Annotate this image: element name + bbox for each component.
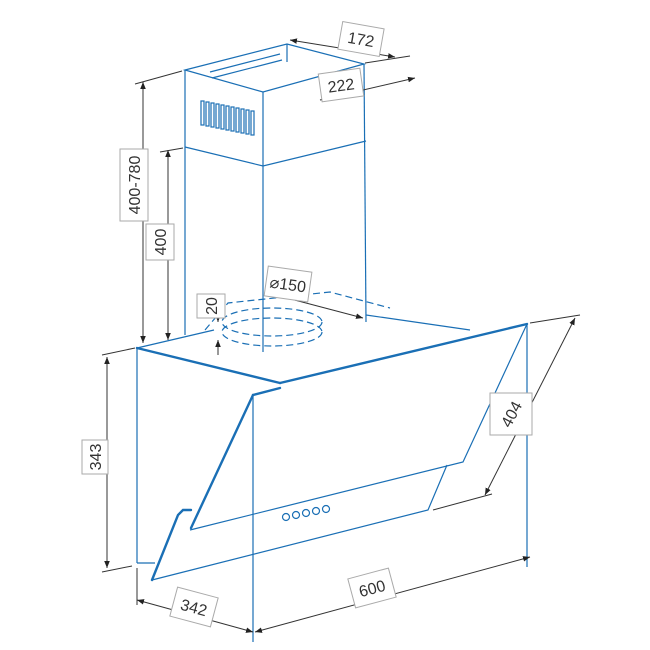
control-buttons-icon — [281, 504, 331, 522]
collar-height-value: 20 — [204, 297, 221, 315]
label-chimney-depth: 172 — [337, 20, 385, 58]
label-chimney-height-range: 400-780 — [119, 148, 149, 222]
chimney-depth-value: 172 — [346, 30, 375, 51]
chimney — [182, 43, 391, 352]
hood-body — [135, 314, 529, 642]
label-lower-chimney-height: 400 — [145, 223, 175, 261]
dimension-lines — [101, 38, 581, 633]
label-hood-depth: 342 — [169, 586, 219, 628]
label-outlet-diameter: ⌀150 — [263, 265, 313, 303]
chimney-height-range-value: 400-780 — [127, 156, 144, 215]
hood-height-value: 343 — [88, 444, 105, 471]
vent-slots-icon — [200, 100, 255, 136]
label-hood-height: 343 — [81, 439, 109, 475]
hood-width-value: 600 — [357, 578, 387, 601]
outlet-diameter-value: ⌀150 — [269, 275, 307, 297]
label-glass-height: 404 — [489, 392, 533, 436]
chimney-width-value: 222 — [327, 76, 356, 97]
outlet-collar — [221, 307, 323, 337]
lower-chimney-height-value: 400 — [153, 229, 170, 256]
hood-depth-value: 342 — [179, 597, 209, 620]
label-collar-height: 20 — [196, 293, 226, 319]
label-chimney-width: 222 — [317, 67, 365, 103]
label-hood-width: 600 — [347, 567, 397, 609]
